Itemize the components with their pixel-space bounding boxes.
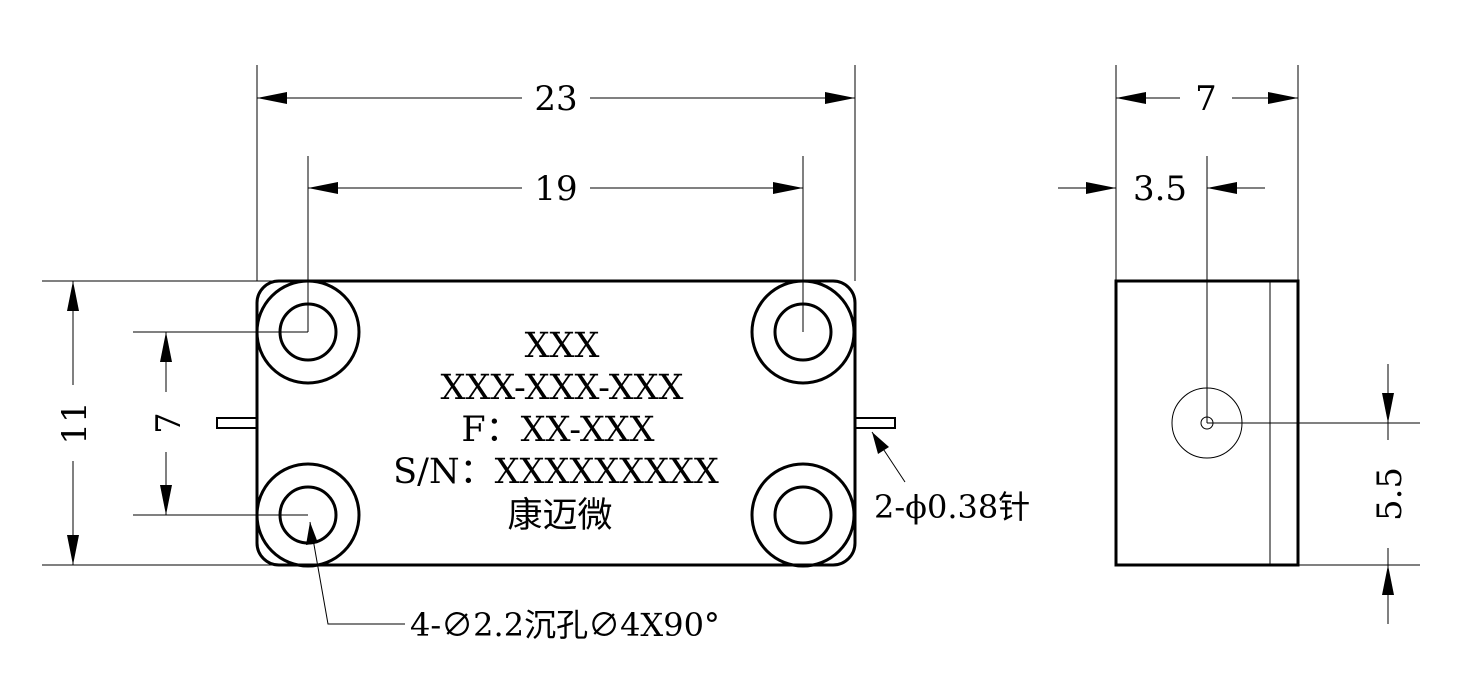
front-view: 23 19 11 7 XXX XXX-XXX bbox=[42, 65, 1030, 644]
dimension-hole-spacing-y: 7 bbox=[149, 332, 189, 515]
dimension-pin-height: 5.5 bbox=[1370, 364, 1410, 624]
dim-7-text: 7 bbox=[149, 412, 189, 434]
side-view: 7 3.5 5.5 bbox=[1058, 65, 1420, 624]
label-line-3: F：XX-XXX bbox=[461, 410, 654, 450]
hole-note-text: 4-∅2.2沉孔∅4X90° bbox=[410, 606, 720, 644]
label-line-1: XXX bbox=[525, 326, 600, 366]
dim-11-text: 11 bbox=[55, 401, 95, 444]
pin-note-text: 2-ϕ0.38针 bbox=[874, 488, 1030, 526]
dim-3-5-text: 3.5 bbox=[1133, 169, 1187, 209]
pin-callout: 2-ϕ0.38针 bbox=[871, 431, 1030, 526]
label-line-4: S/N：XXXXXXXXX bbox=[393, 452, 719, 492]
dim-19-text: 19 bbox=[534, 169, 577, 209]
pin-left bbox=[216, 417, 258, 429]
dimension-hole-spacing-x: 19 bbox=[308, 169, 803, 209]
dim-side-7-text: 7 bbox=[1195, 79, 1217, 119]
label-line-2: XXX-XXX-XXX bbox=[441, 368, 684, 408]
label-line-5: 康迈微 bbox=[507, 496, 612, 536]
dimension-overall-height: 11 bbox=[55, 281, 95, 565]
dimension-overall-width: 23 bbox=[257, 79, 855, 119]
pin-right bbox=[854, 417, 896, 429]
dimension-thickness: 7 bbox=[1116, 79, 1298, 119]
dimension-pin-offset: 3.5 bbox=[1058, 169, 1265, 209]
body-label: XXX XXX-XXX-XXX F：XX-XXX S/N：XXXXXXXXX 康… bbox=[393, 326, 719, 536]
mounting-hole-bottom-right bbox=[750, 462, 856, 568]
dim-5-5-text: 5.5 bbox=[1370, 467, 1410, 521]
hole-callout: 4-∅2.2沉孔∅4X90° bbox=[306, 521, 720, 644]
dim-23-text: 23 bbox=[534, 79, 577, 119]
